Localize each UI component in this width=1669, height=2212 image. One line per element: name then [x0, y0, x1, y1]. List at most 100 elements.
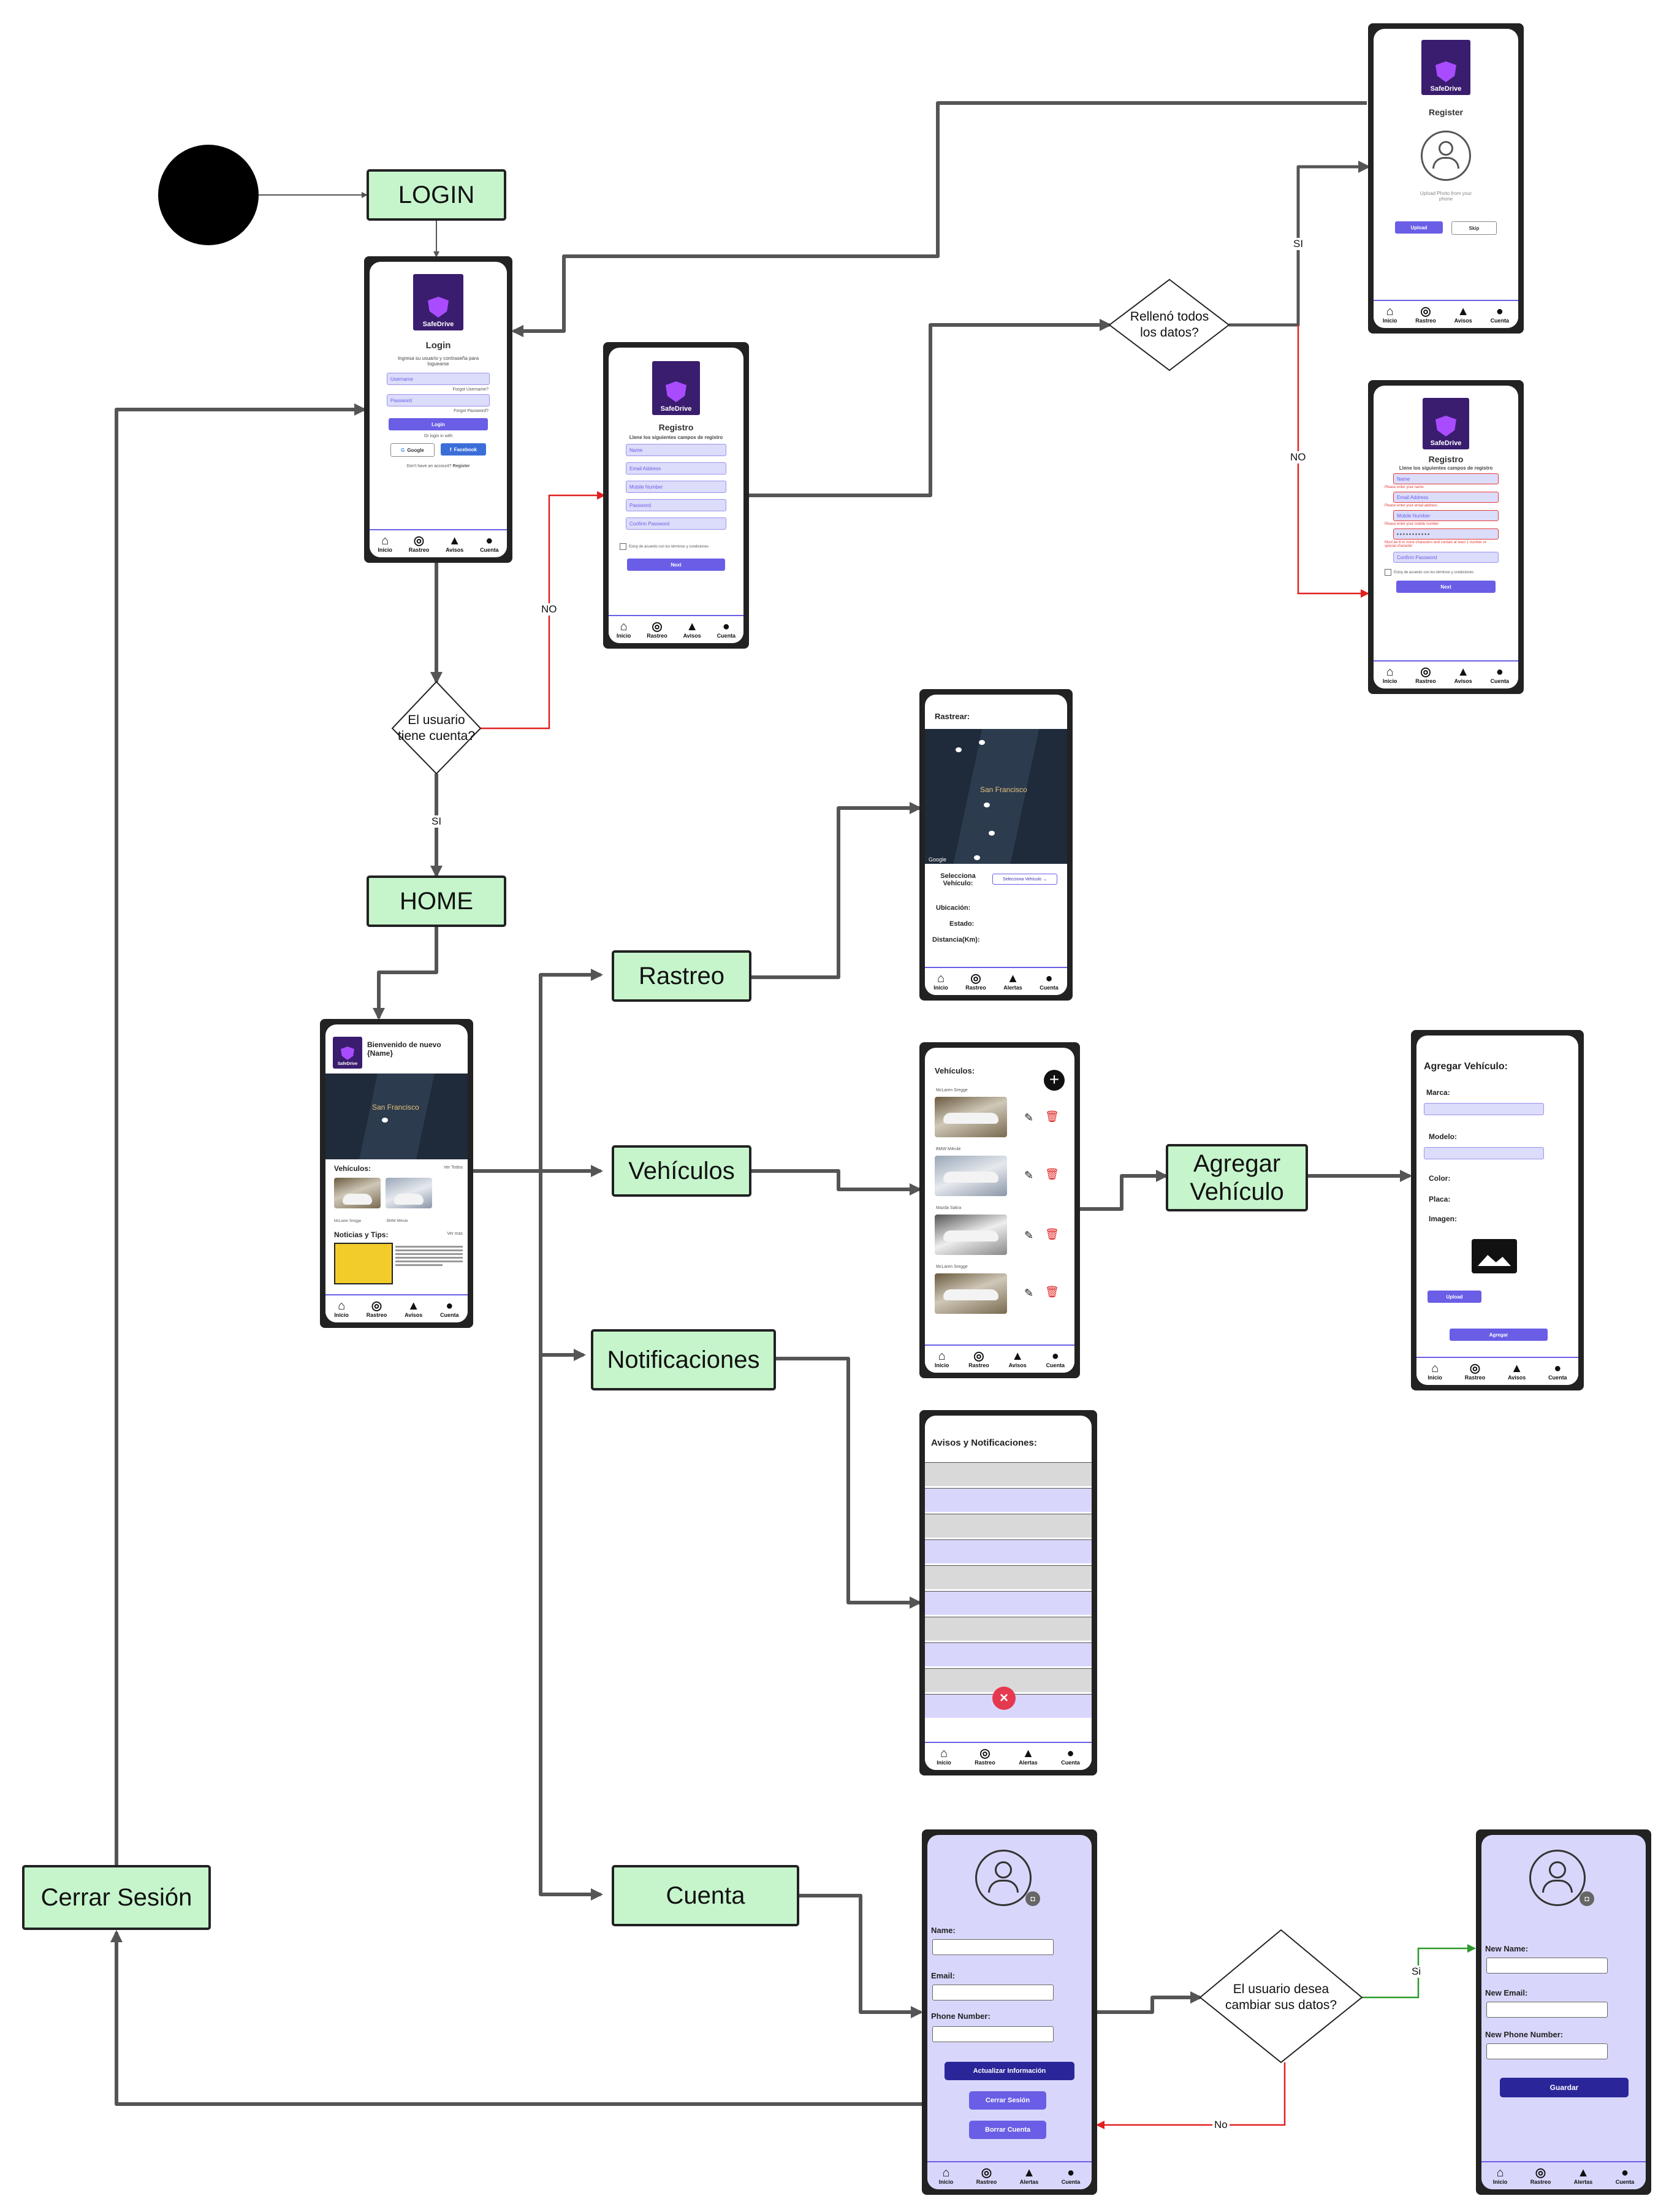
password-field[interactable]: • • • • • • • • • • • [1393, 528, 1499, 540]
new-phone-field[interactable] [1486, 2043, 1608, 2059]
borrar-cuenta-button[interactable]: Borrar Cuenta [969, 2121, 1046, 2139]
close-icon[interactable]: × [992, 1687, 1016, 1710]
notification-item[interactable] [925, 1539, 1092, 1563]
vehicle-thumb[interactable] [334, 1178, 381, 1208]
terms-checkbox[interactable]: Estoy de acuerdo con los términos y cond… [1385, 569, 1518, 576]
nav-avisos[interactable]: ▲Avisos [1454, 665, 1472, 684]
nav-rastreo[interactable]: ◎Rastreo [1415, 305, 1436, 324]
nav-alertas[interactable]: ▲Alertas [1573, 2166, 1593, 2185]
new-email-field[interactable] [1486, 2002, 1608, 2018]
nav-rastreo[interactable]: ◎Rastreo [975, 1747, 995, 1766]
vehicle-thumb[interactable] [386, 1178, 432, 1208]
vehicle-photo[interactable] [935, 1097, 1007, 1137]
nav-inicio[interactable]: ⌂Inicio [378, 534, 392, 553]
nav-alertas[interactable]: ▲Alertas [1019, 2166, 1039, 2185]
nav-inicio[interactable]: ⌂Inicio [334, 1299, 349, 1318]
nav-inicio[interactable]: ⌂Inicio [1382, 305, 1397, 324]
nav-inicio[interactable]: ⌂Inicio [1428, 1362, 1442, 1381]
email-field[interactable] [932, 1985, 1054, 2000]
name-field[interactable]: Name [1393, 473, 1499, 484]
tracking-map[interactable]: San Francisco Google [925, 729, 1067, 864]
nav-rastreo[interactable]: ◎Rastreo [965, 972, 986, 991]
upload-button[interactable]: Upload [1395, 221, 1443, 234]
nav-alertas[interactable]: ▲Alertas [1003, 972, 1022, 991]
delete-icon[interactable]: 🗑 [1045, 1168, 1059, 1180]
notification-item[interactable] [925, 1617, 1092, 1641]
actualizar-button[interactable]: Actualizar Información [945, 2062, 1074, 2080]
nav-inicio[interactable]: ⌂Inicio [1492, 2166, 1508, 2185]
nav-inicio[interactable]: ⌂Inicio [938, 2166, 954, 2185]
email-field[interactable]: Email Address [1393, 492, 1499, 503]
email-field[interactable]: Email Address [626, 462, 726, 475]
nav-rastreo[interactable]: ◎Rastreo [1415, 665, 1436, 684]
next-button[interactable]: Next [1396, 581, 1496, 593]
vehicle-photo[interactable] [935, 1156, 1007, 1196]
delete-icon[interactable]: 🗑 [1045, 1228, 1059, 1240]
nav-inicio[interactable]: ⌂Inicio [616, 620, 631, 639]
nav-rastreo[interactable]: ◎Rastreo [1530, 2166, 1551, 2185]
upload-button[interactable]: Upload [1428, 1291, 1481, 1303]
forgot-username-link[interactable]: Forgot Username? [452, 387, 489, 392]
vehicle-photo[interactable] [935, 1215, 1007, 1255]
map-preview[interactable]: San Francisco [325, 1074, 468, 1159]
see-more-link[interactable]: Ver mas [447, 1232, 463, 1236]
cerrar-sesion-button[interactable]: Cerrar Sesión [969, 2091, 1046, 2110]
confirm-password-field[interactable]: Confirm Password [1393, 552, 1499, 563]
password-field[interactable]: Password [387, 394, 490, 406]
notification-item[interactable] [925, 1462, 1092, 1486]
nav-cuenta[interactable]: ●Cuenta [1490, 305, 1510, 324]
see-all-link[interactable]: Ver Todos [443, 1165, 463, 1170]
nav-cuenta[interactable]: ●Cuenta [717, 620, 736, 639]
nav-cuenta[interactable]: ●Cuenta [1040, 972, 1059, 991]
vehicle-select[interactable]: Selecciona Vehículo⌄ [992, 874, 1057, 885]
notification-item[interactable] [925, 1488, 1092, 1512]
nav-cuenta[interactable]: ●Cuenta [1615, 2166, 1635, 2185]
confirm-password-field[interactable]: Confirm Password [626, 517, 726, 530]
edit-icon[interactable]: ✎ [1024, 1169, 1034, 1181]
nav-rastreo[interactable]: ◎Rastreo [1464, 1362, 1486, 1381]
nav-rastreo[interactable]: ◎Rastreo [647, 620, 667, 639]
name-field[interactable]: Name [626, 444, 726, 456]
marca-field[interactable] [1424, 1103, 1544, 1115]
name-field[interactable] [932, 1939, 1054, 1955]
nav-cuenta[interactable]: ●Cuenta [440, 1299, 459, 1318]
nav-inicio[interactable]: ⌂Inicio [1382, 665, 1397, 684]
nav-rastreo[interactable]: ◎Rastreo [408, 534, 430, 553]
username-field[interactable]: Username [387, 373, 490, 385]
notification-item[interactable] [925, 1591, 1092, 1615]
nav-avisos[interactable]: ▲Avisos [446, 534, 464, 553]
nav-cuenta[interactable]: ●Cuenta [1490, 665, 1510, 684]
nav-alertas[interactable]: ▲Alertas [1019, 1747, 1038, 1766]
edit-icon[interactable]: ✎ [1024, 1229, 1034, 1241]
skip-button[interactable]: Skip [1451, 221, 1497, 235]
nav-avisos[interactable]: ▲Avisos [683, 620, 701, 639]
login-button[interactable]: Login [389, 418, 488, 430]
notification-item[interactable] [925, 1642, 1092, 1666]
register-link[interactable]: Register [452, 464, 470, 468]
notification-item[interactable] [925, 1565, 1092, 1589]
nav-avisos[interactable]: ▲Avisos [1008, 1349, 1027, 1368]
nav-rastreo[interactable]: ◎Rastreo [968, 1349, 989, 1368]
nav-inicio[interactable]: ⌂Inicio [933, 972, 948, 991]
mobile-field[interactable]: Mobile Number [1393, 510, 1499, 521]
nav-inicio[interactable]: ⌂Inicio [934, 1349, 949, 1368]
new-name-field[interactable] [1486, 1958, 1608, 1974]
add-vehicle-icon[interactable]: + [1044, 1070, 1065, 1091]
nav-cuenta[interactable]: ●Cuenta [480, 534, 499, 553]
nav-avisos[interactable]: ▲Avisos [1508, 1362, 1526, 1381]
terms-checkbox[interactable]: Estoy de acuerdo con los términos y cond… [620, 543, 743, 550]
forgot-password-link[interactable]: Forgot Password? [454, 409, 489, 413]
next-button[interactable]: Next [627, 559, 725, 571]
nav-avisos[interactable]: ▲Avisos [405, 1299, 423, 1318]
guardar-button[interactable]: Guardar [1500, 2078, 1629, 2097]
edit-icon[interactable]: ✎ [1024, 1112, 1034, 1124]
nav-cuenta[interactable]: ●Cuenta [1061, 2166, 1081, 2185]
nav-inicio[interactable]: ⌂Inicio [937, 1747, 951, 1766]
edit-icon[interactable]: ✎ [1024, 1287, 1034, 1299]
nav-avisos[interactable]: ▲Avisos [1454, 305, 1472, 324]
delete-icon[interactable]: 🗑 [1045, 1110, 1059, 1123]
nav-cuenta[interactable]: ●Cuenta [1046, 1349, 1065, 1368]
notification-item[interactable] [925, 1514, 1092, 1538]
